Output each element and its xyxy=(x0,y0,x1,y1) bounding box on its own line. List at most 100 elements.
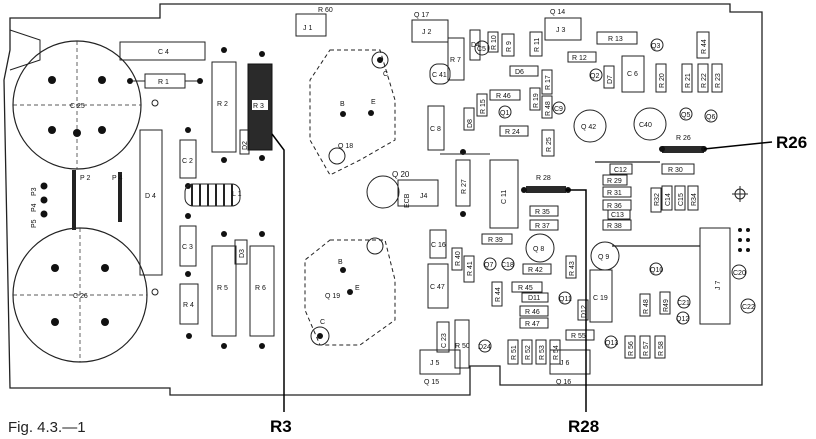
svg-text:D 4: D 4 xyxy=(145,193,156,200)
svg-text:Q10: Q10 xyxy=(650,267,663,274)
svg-text:R 21: R 21 xyxy=(685,73,692,88)
svg-text:D2: D2 xyxy=(242,141,249,150)
svg-text:R 35: R 35 xyxy=(535,209,550,216)
diode-d2: D2 xyxy=(239,129,250,155)
capacitor-c26: C 26 xyxy=(12,227,148,363)
capacitor-c8: C 8 xyxy=(427,105,445,151)
svg-text:C 23: C 23 xyxy=(441,333,448,348)
svg-text:C22: C22 xyxy=(742,304,755,311)
svg-text:Q12: Q12 xyxy=(676,316,689,323)
capacitor-c25: C 25 xyxy=(12,40,142,170)
svg-text:R 2: R 2 xyxy=(217,101,228,108)
resistor-r41: R 41 xyxy=(463,255,475,283)
svg-text:R 26: R 26 xyxy=(676,135,691,142)
svg-text:C: C xyxy=(383,71,388,78)
svg-text:Q3: Q3 xyxy=(651,43,660,50)
svg-text:C 41: C 41 xyxy=(432,72,447,79)
connector-j1: J 1 R 60 xyxy=(295,7,333,37)
capacitor-c16: C 16 xyxy=(429,229,447,259)
svg-text:C: C xyxy=(320,319,325,326)
label-c25: C 25 xyxy=(70,103,85,110)
svg-text:R 44: R 44 xyxy=(701,39,708,54)
capacitor-c2: C 2 xyxy=(179,127,197,189)
svg-text:C 16: C 16 xyxy=(431,242,446,249)
svg-text:R 42: R 42 xyxy=(528,267,543,274)
svg-text:R 38: R 38 xyxy=(607,223,622,230)
capacitor-c47: C 47 xyxy=(427,263,449,309)
leader-r26 xyxy=(703,141,773,150)
svg-text:J 2: J 2 xyxy=(422,29,431,36)
svg-text:R 40: R 40 xyxy=(455,251,462,266)
svg-text:R 20: R 20 xyxy=(659,73,666,88)
svg-text:R32: R32 xyxy=(654,193,661,206)
svg-text:R 41: R 41 xyxy=(467,261,474,276)
svg-text:R 30: R 30 xyxy=(668,167,683,174)
svg-text:C 6: C 6 xyxy=(627,71,638,78)
svg-text:R 4: R 4 xyxy=(183,302,194,309)
svg-text:Q1: Q1 xyxy=(500,110,509,117)
resistor-r7: R 7 xyxy=(447,37,465,81)
svg-text:R 48: R 48 xyxy=(643,299,650,314)
svg-text:R 46: R 46 xyxy=(525,309,540,316)
svg-text:C15: C15 xyxy=(678,193,685,206)
svg-text:P5: P5 xyxy=(31,219,38,228)
capacitor-c3: C 3 xyxy=(179,213,197,277)
svg-text:R34: R34 xyxy=(691,193,698,206)
svg-text:R49: R49 xyxy=(663,299,670,312)
resistor-r26-highlighted: R 26 xyxy=(659,135,707,153)
connector-j2: Q 17 J 2 xyxy=(411,12,449,43)
svg-text:R 5: R 5 xyxy=(217,285,228,292)
svg-text:D7: D7 xyxy=(607,75,614,84)
svg-text:R 47: R 47 xyxy=(525,321,540,328)
svg-text:Q2: Q2 xyxy=(590,73,599,80)
svg-text:Q 15: Q 15 xyxy=(424,379,439,386)
svg-text:C 11: C 11 xyxy=(501,190,508,204)
svg-text:Q 20: Q 20 xyxy=(392,170,410,179)
resistor-r28-highlighted: R 28 xyxy=(521,175,571,193)
resistor-r2: R 2 xyxy=(211,47,237,163)
leader-r3 xyxy=(271,133,285,412)
svg-text:R 11: R 11 xyxy=(534,38,541,52)
svg-text:R 17: R 17 xyxy=(545,75,552,90)
svg-text:C9: C9 xyxy=(554,106,563,113)
svg-text:D6: D6 xyxy=(515,69,524,76)
svg-text:R 13: R 13 xyxy=(608,36,623,43)
svg-text:E: E xyxy=(355,285,360,292)
svg-text:R 56: R 56 xyxy=(628,341,635,356)
svg-text:C21: C21 xyxy=(677,300,690,307)
svg-text:R 28: R 28 xyxy=(536,175,551,182)
svg-text:Q7: Q7 xyxy=(484,262,493,269)
resistor-r50: R 50 xyxy=(454,319,470,369)
svg-text:Q 17: Q 17 xyxy=(414,12,429,19)
svg-text:C 47: C 47 xyxy=(430,284,445,291)
svg-text:ECB: ECB xyxy=(404,193,411,208)
svg-text:J 6: J 6 xyxy=(560,360,569,367)
svg-text:D3: D3 xyxy=(239,249,246,258)
inductor-l1: L 1 xyxy=(184,183,242,207)
transistor-q18: B E C Q 18 xyxy=(309,49,396,176)
svg-text:C13: C13 xyxy=(611,212,624,219)
transistor-q20: Q 20 ECB J4 xyxy=(366,170,439,209)
svg-text:R 22: R 22 xyxy=(701,73,708,88)
svg-text:R 6: R 6 xyxy=(255,285,266,292)
svg-text:R 48: R 48 xyxy=(545,101,552,116)
callout-r3: R3 xyxy=(270,417,292,436)
svg-text:Q 9: Q 9 xyxy=(598,254,609,261)
svg-text:Q11: Q11 xyxy=(559,296,572,303)
svg-text:P 2: P 2 xyxy=(80,175,90,182)
svg-text:R 31: R 31 xyxy=(607,190,622,197)
svg-text:D11: D11 xyxy=(528,295,540,302)
svg-text:L 1: L 1 xyxy=(232,191,242,198)
svg-text:R 36: R 36 xyxy=(607,203,622,210)
svg-text:Q 18: Q 18 xyxy=(338,143,353,150)
svg-text:R 46: R 46 xyxy=(496,93,511,100)
svg-text:R 51: R 51 xyxy=(511,345,518,360)
svg-text:P3: P3 xyxy=(31,187,38,196)
connector-j3: Q 14 J 3 xyxy=(544,9,582,41)
svg-text:J 7: J 7 xyxy=(715,281,722,290)
diode-d24: D24 xyxy=(478,339,492,353)
connector-j7: J 7 xyxy=(699,227,750,325)
svg-text:P4: P4 xyxy=(31,203,38,212)
resistor-r5: R 5 xyxy=(211,231,237,349)
resistor-r27: R 27 xyxy=(455,149,471,217)
